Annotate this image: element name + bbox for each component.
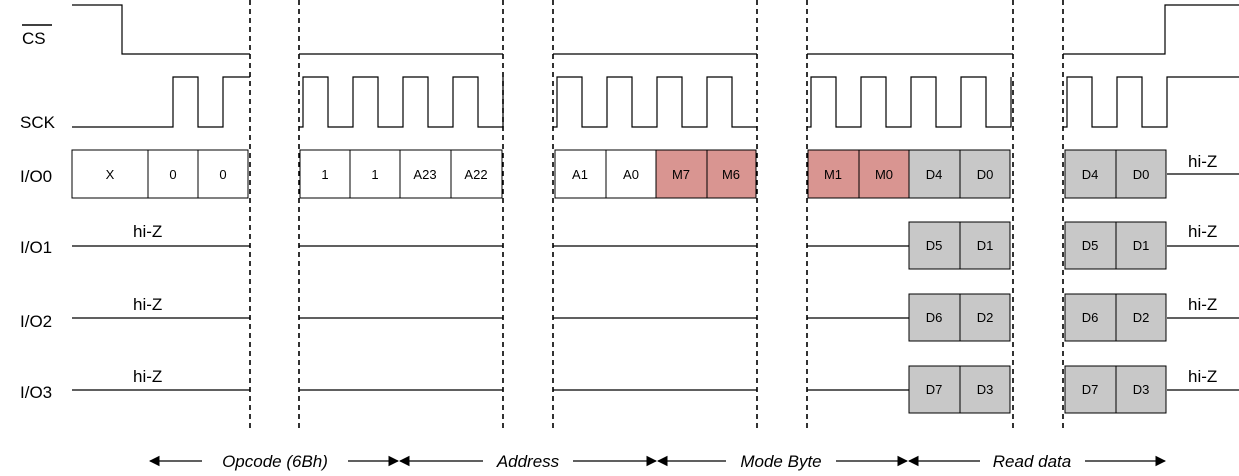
io0-cell-mode-text: M1 [824, 167, 842, 182]
io0-cell-addr [450, 149, 503, 199]
io1-hiz-label-right: hi-Z [1188, 222, 1217, 241]
io1-cell-data [959, 221, 1011, 270]
sck-waveform-seg3 [553, 76, 757, 128]
sck-waveform-seg4 [807, 76, 1012, 128]
io1-cell-data-text: D1 [977, 238, 994, 253]
io1-lane: hi-Z D5 D1 D5 D1 hi-Z [72, 221, 1239, 270]
io0-cell-data-text: D4 [1082, 167, 1099, 182]
io3-lane: hi-Z D7 D3 D7 D3 hi-Z [72, 365, 1239, 414]
phase-label-address: Address [496, 452, 560, 471]
io0-cell-mode [858, 149, 910, 199]
io3-cell-data-text: D3 [1133, 382, 1150, 397]
io3-hiz-label: hi-Z [133, 367, 162, 386]
cs-waveform-left [72, 4, 250, 55]
io0-cell-addr-text: A0 [623, 167, 639, 182]
io0-cell-data [1115, 149, 1167, 199]
io2-hiz-label-right: hi-Z [1188, 295, 1217, 314]
io2-label: I/O2 [20, 312, 52, 331]
io0-cell-data-text: D0 [977, 167, 994, 182]
io0-cell-mode-text: M7 [672, 167, 690, 182]
cs-label: CS [22, 29, 46, 48]
sck-label: SCK [20, 113, 56, 132]
sck-waveform-seg2 [299, 76, 504, 128]
phase-label-read: Read data [993, 452, 1071, 471]
io0-cell-addr-text: A22 [464, 167, 487, 182]
break-separators [249, 0, 1064, 428]
cs-waveform-right [1063, 4, 1239, 55]
io2-cell-data [1064, 293, 1117, 342]
io0-cell-addr-text: A23 [413, 167, 436, 182]
io2-cell-data [959, 293, 1011, 342]
io2-hiz-label: hi-Z [133, 295, 162, 314]
io1-hiz-label: hi-Z [133, 222, 162, 241]
io3-cell-data-text: D3 [977, 382, 994, 397]
phase-label-opcode: Opcode (6Bh) [222, 452, 328, 471]
io1-cell-data [1115, 221, 1167, 270]
io0-cell-mode-text: M6 [722, 167, 740, 182]
io3-cell-data-text: D7 [926, 382, 943, 397]
io1-cell-data-text: D5 [1082, 238, 1099, 253]
io0-cell-mode-text: M0 [875, 167, 893, 182]
io3-hiz-label-right: hi-Z [1188, 367, 1217, 386]
io0-cell-addr-text: A1 [572, 167, 588, 182]
io2-cell-data [1115, 293, 1167, 342]
io2-lane: hi-Z D6 D2 D6 D2 hi-Z [72, 293, 1239, 342]
io0-cell-addr [605, 149, 657, 199]
io1-label: I/O1 [20, 238, 52, 257]
io1-cell-data [908, 221, 961, 270]
io0-cell-x-text: X [106, 167, 115, 182]
io2-cell-data-text: D2 [1133, 310, 1150, 325]
io3-cell-data [1115, 365, 1167, 414]
io0-address-cells: A23 A22 A1 A0 [399, 149, 657, 199]
io1-cell-data-text: D5 [926, 238, 943, 253]
io1-cell-data [1064, 221, 1117, 270]
io0-cell-bit-text: 0 [169, 167, 176, 182]
io0-cell-bit-text: 1 [371, 167, 378, 182]
phase-label-bg [980, 450, 1085, 472]
phase-label-bg [483, 450, 573, 472]
io2-cell-data-text: D6 [1082, 310, 1099, 325]
io0-opcode-cells: X 0 0 1 1 [71, 149, 401, 199]
io0-cell-mode [706, 149, 757, 199]
io0-cell-bit [349, 149, 401, 199]
io0-cell-bit-text: 0 [219, 167, 226, 182]
io0-cell-data-text: D4 [926, 167, 943, 182]
io3-cell-data-text: D7 [1082, 382, 1099, 397]
io2-cell-data-text: D6 [926, 310, 943, 325]
phase-label-mode: Mode Byte [740, 452, 821, 471]
phase-label-bg [202, 450, 348, 472]
io1-cell-data-text: D1 [1133, 238, 1150, 253]
io3-label: I/O3 [20, 383, 52, 402]
io0-cell-bit [197, 149, 249, 199]
io2-cell-data-text: D2 [977, 310, 994, 325]
io3-cell-data [959, 365, 1011, 414]
io0-cell-bit-text: 1 [321, 167, 328, 182]
io0-cell-bit [147, 149, 199, 199]
io0-cell-data-text: D0 [1133, 167, 1150, 182]
phase-label-bg [726, 450, 836, 472]
sck-waveform-seg1 [72, 76, 250, 128]
io0-mode-cells: M7 M6 M1 M0 [655, 149, 910, 199]
io0-cell-data [1064, 149, 1117, 199]
io0-cell-data [959, 149, 1011, 199]
io0-data-cells: D4 D0 D4 D0 [908, 149, 1167, 199]
io0-hiz-label: hi-Z [1188, 152, 1217, 171]
io3-cell-data [908, 365, 961, 414]
io0-label: I/O0 [20, 167, 52, 186]
phase-arrows: Opcode (6Bh) Address Mode Byte Read data [148, 450, 1167, 472]
io0-cell-x [71, 149, 149, 199]
sck-waveform-seg5 [1063, 76, 1239, 128]
